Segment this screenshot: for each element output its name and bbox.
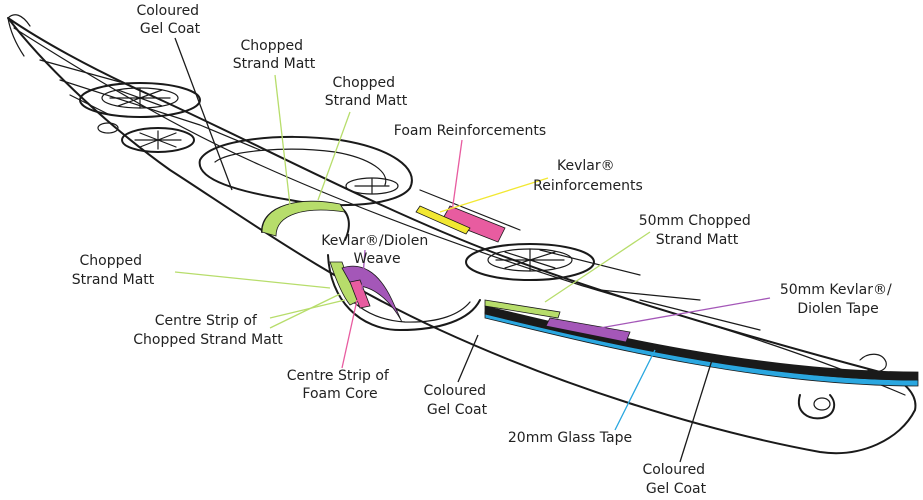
label-kevlar-reinforcements: Kevlar® Reinforcements	[533, 158, 643, 194]
labels: Coloured Gel Coat Chopped Strand Matt Ch…	[72, 3, 896, 497]
label-gel-coat-top: Coloured Gel Coat	[136, 3, 203, 37]
chopped-strand-matt-band	[261, 200, 346, 237]
csm-50mm-band	[484, 299, 561, 319]
day-hatch	[121, 127, 195, 153]
label-foam-reinforcements: Foam Reinforcements	[394, 123, 546, 139]
label-csm-50mm: 50mm Chopped Strand Matt	[639, 213, 755, 248]
deck-fitting	[97, 122, 119, 134]
label-gel-coat-bottom: Coloured Gel Coat	[642, 462, 709, 497]
kayak-hull-outline	[7, 17, 917, 455]
foam-core-strip	[349, 279, 371, 309]
label-chopped-strand-matt-2: Chopped Strand Matt	[325, 75, 408, 109]
kevlar-reinforcement-band	[415, 205, 471, 235]
gel-coat-keel-band	[484, 305, 919, 381]
deck-seam	[13, 27, 906, 396]
label-centre-strip-foam: Centre Strip of Foam Core	[287, 368, 394, 402]
kevlar-diolen-weave-band	[341, 265, 403, 323]
kayak-illustration	[7, 14, 919, 455]
label-gel-coat-mid: Coloured Gel Coat	[423, 383, 490, 418]
label-glass-tape-20mm: 20mm Glass Tape	[508, 430, 632, 446]
label-kevlar-diolen-weave: Kevlar®/Diolen Weave	[321, 233, 432, 267]
leader-lines	[174, 37, 771, 463]
bow-tip	[7, 14, 31, 57]
stern-toggle	[797, 353, 887, 420]
label-centre-strip-csm: Centre Strip of Chopped Strand Matt	[133, 313, 283, 348]
rear-hatch	[465, 243, 595, 281]
cockpit	[198, 135, 413, 207]
label-kevlar-tape-50mm: 50mm Kevlar®/ Diolen Tape	[780, 282, 896, 317]
front-hatch	[79, 82, 201, 118]
label-chopped-strand-matt-left: Chopped Strand Matt	[72, 253, 155, 288]
deck-lines	[39, 59, 761, 331]
foam-reinforcement-band	[441, 205, 506, 243]
label-chopped-strand-matt-1: Chopped Strand Matt	[233, 38, 316, 72]
